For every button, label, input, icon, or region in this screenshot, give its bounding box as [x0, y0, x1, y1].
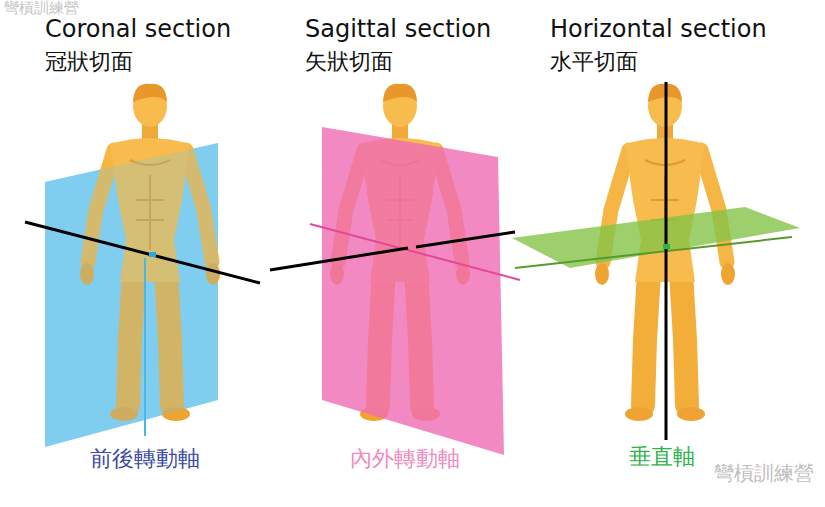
axis-label: 前後轉動軸 [90, 447, 200, 471]
plane-title-zh: 矢狀切面 [305, 50, 393, 74]
watermark: 彎槓訓練營 [714, 462, 814, 484]
plane-title: Sagittal section [305, 16, 491, 42]
axis-label: 內外轉動軸 [350, 447, 460, 471]
plane-title: Horizontal section [550, 16, 767, 42]
plane-title: Coronal section [45, 16, 231, 42]
axis-label: 垂直軸 [629, 445, 695, 469]
plane-title-zh: 冠狀切面 [45, 50, 133, 74]
watermark: 彎槓訓練營 [4, 0, 79, 17]
plane-title-zh: 水平切面 [550, 50, 638, 74]
